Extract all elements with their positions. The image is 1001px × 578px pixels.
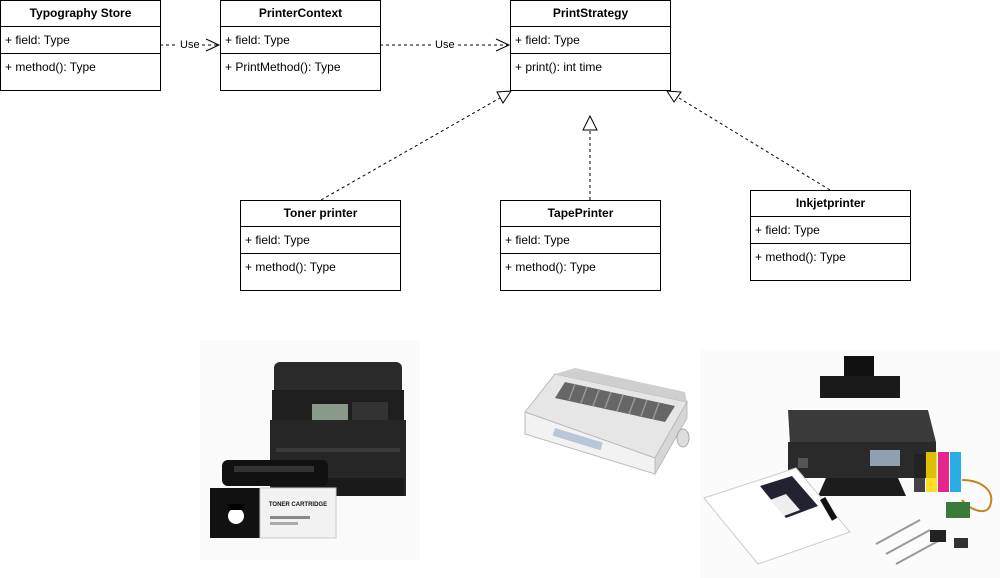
class-field: + field: Type (511, 27, 670, 54)
class-method: + method(): Type (5, 60, 96, 74)
open-arrowhead-strategy (495, 38, 511, 52)
class-field: + field: Type (501, 227, 660, 254)
class-field: + field: Type (1, 27, 160, 54)
edge-label-context-strategy: Use (433, 39, 457, 51)
class-toner-printer[interactable]: Toner printer + field: Type + method(): … (240, 200, 401, 291)
edge-label-store-context: Use (178, 39, 202, 51)
class-print-strategy[interactable]: PrintStrategy + field: Type + print(): i… (510, 0, 671, 91)
tape-printer-photo (515, 362, 695, 492)
open-arrowhead-context (205, 38, 221, 52)
class-field: + field: Type (221, 27, 380, 54)
class-method: + method(): Type (245, 260, 336, 274)
class-tape-printer[interactable]: TapePrinter + field: Type + method(): Ty… (500, 200, 661, 291)
class-name: PrintStrategy (511, 1, 670, 27)
realization-triangle-inkjet (666, 90, 682, 103)
class-method: + print(): int time (515, 60, 603, 74)
class-inkjet-printer[interactable]: Inkjetprinter + field: Type + method(): … (750, 190, 911, 281)
class-name: Typography Store (1, 1, 160, 27)
class-printer-context[interactable]: PrinterContext + field: Type + PrintMeth… (220, 0, 381, 91)
class-name: Inkjetprinter (751, 191, 910, 217)
class-field: + field: Type (751, 217, 910, 244)
realization-line-inkjet (678, 97, 831, 191)
toner-box-label: TONER CARTRIDGE (269, 502, 327, 508)
class-method: + method(): Type (505, 260, 596, 274)
class-method: + method(): Type (755, 250, 846, 264)
toner-printer-photo: TONER CARTRIDGE (200, 340, 420, 560)
class-typography-store[interactable]: Typography Store + field: Type + method(… (0, 0, 161, 91)
realization-triangle-toner (496, 90, 512, 104)
inkjet-printer-photo (700, 350, 1000, 578)
class-name: PrinterContext (221, 1, 380, 27)
class-name: TapePrinter (501, 201, 660, 227)
class-method: + PrintMethod(): Type (225, 60, 341, 74)
class-name: Toner printer (241, 201, 400, 227)
realization-triangle-tape (582, 114, 598, 131)
realization-line-toner (320, 97, 501, 201)
class-field: + field: Type (241, 227, 400, 254)
